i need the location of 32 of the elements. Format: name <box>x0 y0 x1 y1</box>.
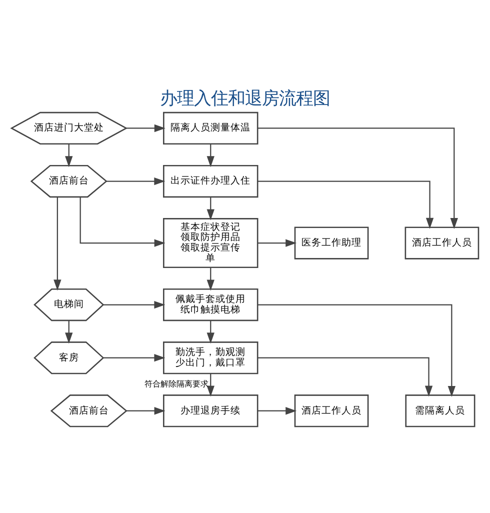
diagram-title: 办理入住和退房流程图 <box>160 88 330 109</box>
arrow <box>126 407 166 415</box>
arrow <box>80 197 166 247</box>
arrow <box>106 177 166 186</box>
arrow <box>206 267 214 291</box>
arrow <box>206 320 214 344</box>
node-box: 需隔离人员 <box>405 394 476 428</box>
arrow <box>104 354 166 362</box>
arrow <box>258 357 433 397</box>
node-box: 办理退房手续 <box>163 394 258 428</box>
node-box: 佩戴手套或使用纸巾触摸电梯 <box>163 288 258 322</box>
arrow <box>65 144 73 168</box>
node-box: 医务工作助理 <box>294 226 369 260</box>
arrow <box>258 128 458 229</box>
arrow <box>126 124 166 132</box>
arrow <box>206 374 214 397</box>
arrow <box>258 239 297 247</box>
arrow <box>54 197 62 291</box>
arrow <box>65 320 73 344</box>
arrow <box>258 180 434 229</box>
arrow <box>258 407 297 415</box>
arrow <box>258 304 456 397</box>
node-box: 酒店工作人员 <box>294 394 369 428</box>
node-box: 出示证件办理入住 <box>163 164 258 198</box>
arrow <box>104 300 166 309</box>
arrow <box>206 197 214 220</box>
node-box: 勤洗手，勤观测少出门，戴口罩 <box>163 342 258 374</box>
node-box: 基本症状登记领取防护用品领取提示宣传单 <box>163 218 258 268</box>
node-box: 酒店工作人员 <box>404 226 480 260</box>
node-box: 隔离人员测量体温 <box>163 112 258 145</box>
edge-label: 符合解除隔离要求 <box>144 379 208 388</box>
arrow <box>206 144 214 168</box>
